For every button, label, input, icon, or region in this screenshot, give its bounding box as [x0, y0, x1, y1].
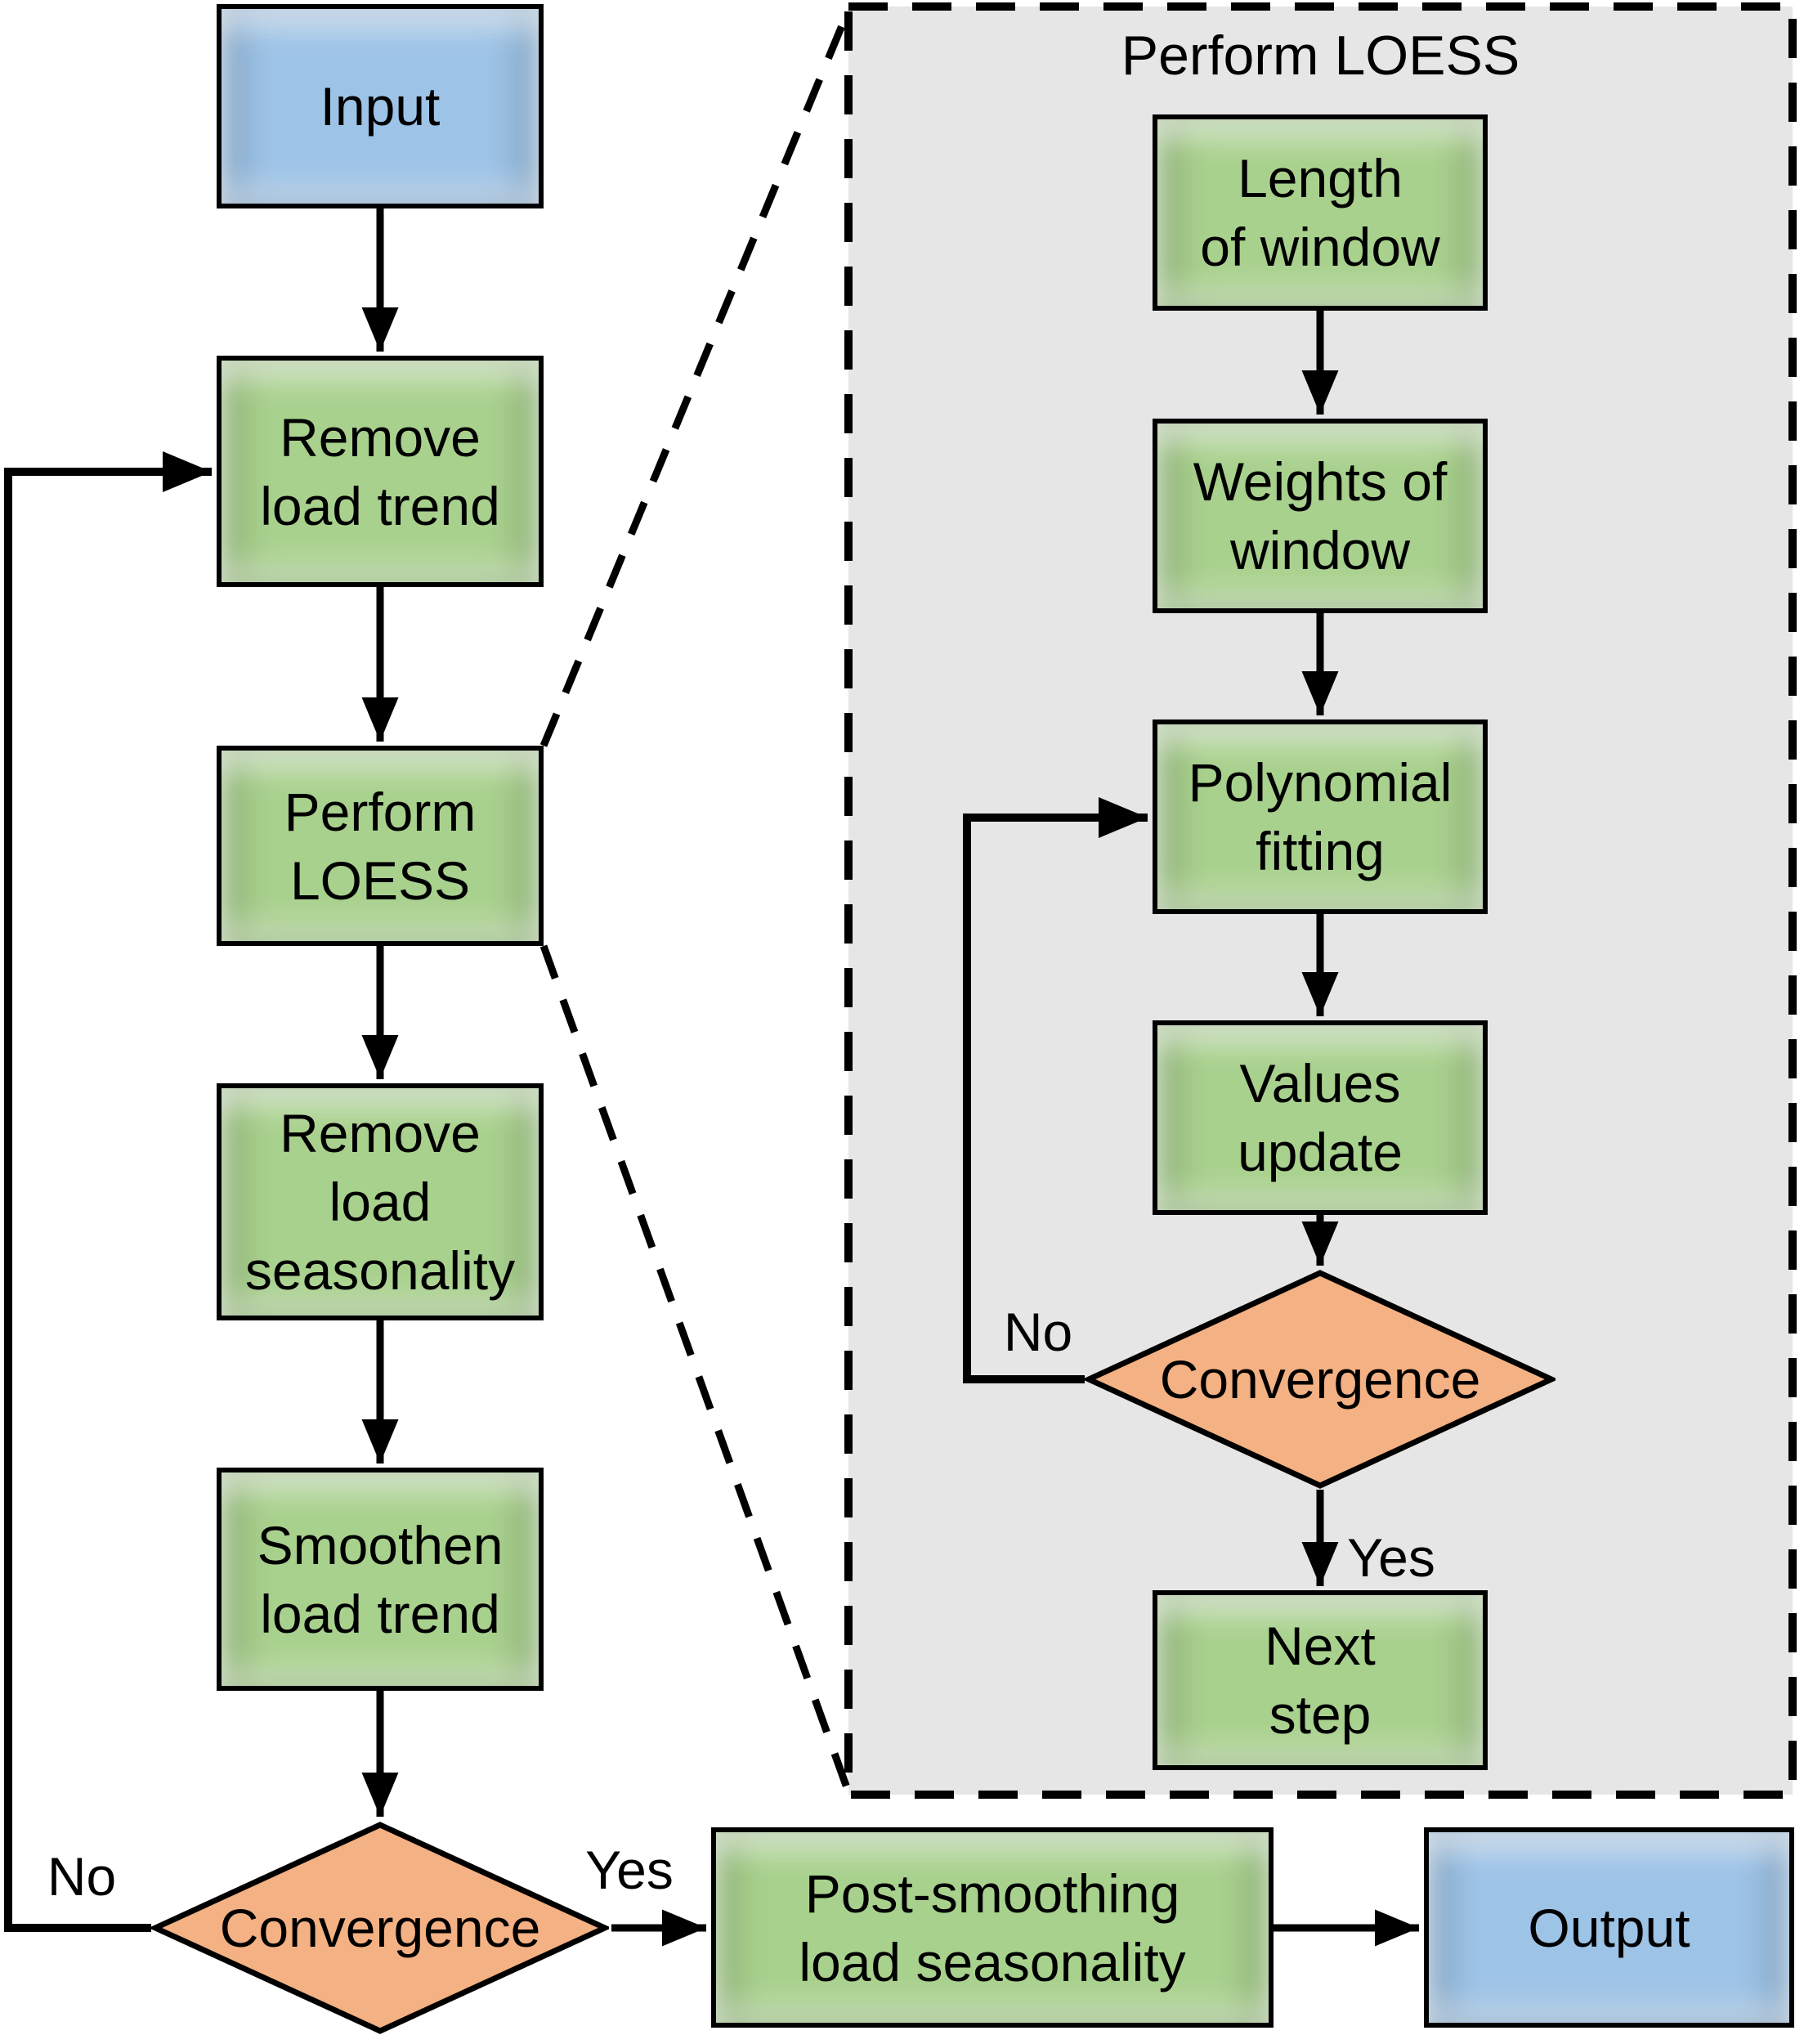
output-label: Output [1528, 1897, 1690, 1958]
next-step-label: Next step [1265, 1616, 1376, 1745]
remove-load-trend-node: Remove load trend [217, 356, 544, 587]
weights-of-window-label: Weights of window [1193, 451, 1448, 580]
length-of-window-label: Length of window [1200, 148, 1440, 277]
perform-loess-label: Perform LOESS [284, 781, 477, 911]
remove-load-seasonality-node: Remove load seasonality [217, 1083, 544, 1320]
smoothen-load-trend-label: Smoothen load trend [257, 1514, 504, 1644]
post-smoothing-label: Post-smoothing load seasonality [799, 1862, 1186, 1992]
post-smoothing-node: Post-smoothing load seasonality [711, 1827, 1274, 2028]
values-update-label: Values update [1238, 1053, 1403, 1182]
weights-of-window-node: Weights of window [1153, 419, 1488, 613]
loess-no-edge-label: No [1003, 1302, 1073, 1362]
loess-convergence-decision: Convergence [1085, 1269, 1556, 1490]
polynomial-fitting-label: Polynomial fitting [1188, 752, 1453, 881]
input-label: Input [320, 76, 441, 137]
remove-load-seasonality-label: Remove load seasonality [244, 1103, 516, 1301]
loess-yes-edge-label: Yes [1347, 1527, 1435, 1588]
main-yes-edge-label: Yes [585, 1840, 674, 1900]
zoom-connector-top [539, 8, 853, 747]
next-step-node: Next step [1153, 1590, 1488, 1770]
main-convergence-decision: Convergence [151, 1821, 609, 2035]
input-node: Input [217, 4, 544, 208]
polynomial-fitting-node: Polynomial fitting [1153, 719, 1488, 914]
remove-load-trend-label: Remove load trend [260, 406, 500, 536]
output-node: Output [1424, 1827, 1794, 2028]
main-no-edge-label: No [47, 1846, 117, 1907]
zoom-connector-bottom [539, 944, 853, 1794]
smoothen-load-trend-node: Smoothen load trend [217, 1468, 544, 1691]
perform-loess-node: Perform LOESS [217, 746, 544, 946]
main-convergence-label: Convergence [219, 1898, 541, 1958]
loess-panel-title: Perform LOESS [1121, 25, 1520, 87]
main-no-loop [4, 451, 212, 1932]
loess-convergence-label: Convergence [1159, 1349, 1481, 1410]
values-update-node: Values update [1153, 1020, 1488, 1215]
diamond-shape [151, 1822, 609, 2034]
length-of-window-node: Length of window [1153, 114, 1488, 311]
